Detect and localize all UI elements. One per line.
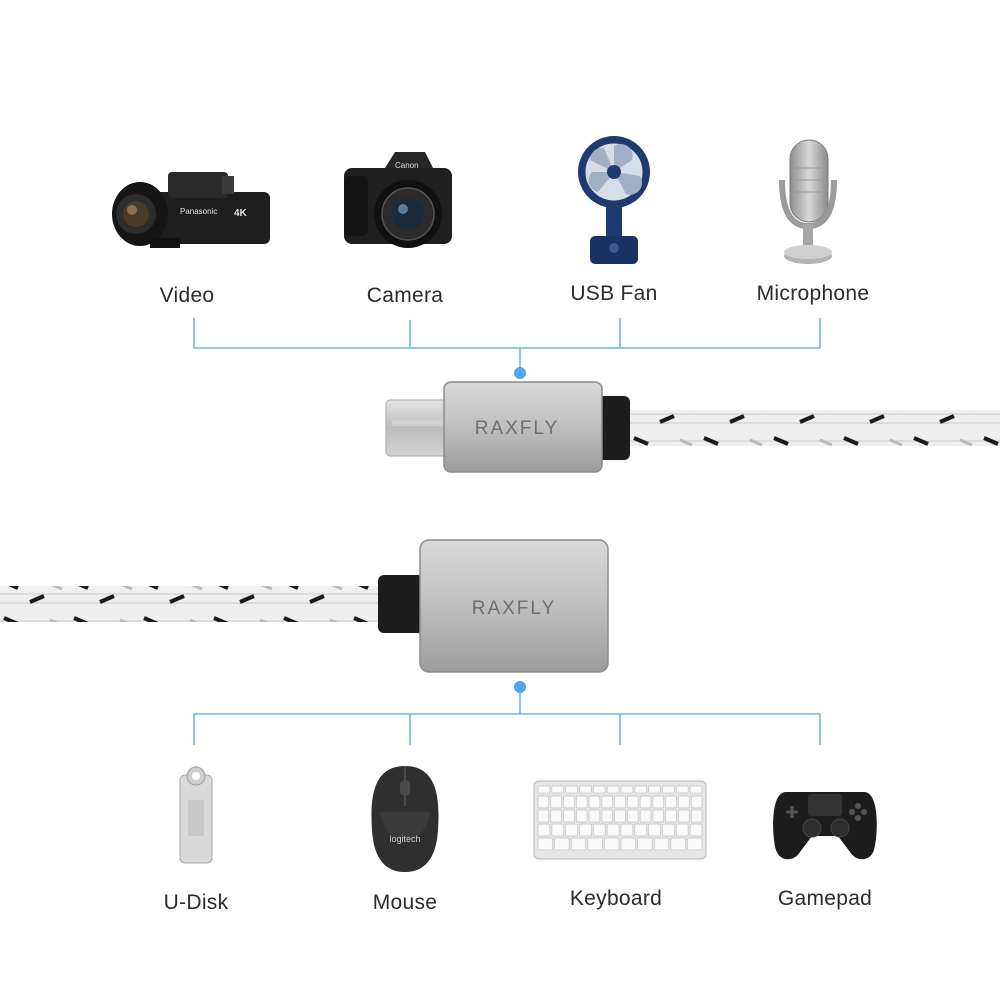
braided-cable-top <box>625 410 1000 446</box>
keyboard-key <box>551 785 565 794</box>
label-usb-fan: USB Fan <box>570 282 658 305</box>
usb-fan-icon <box>578 136 650 264</box>
keyboard-key <box>554 837 570 851</box>
bottom-junction-dot <box>514 681 526 693</box>
keyboard-icon <box>533 780 707 860</box>
keyboard-key <box>565 785 578 794</box>
bottom-connector-lines <box>193 688 821 745</box>
keyboard-key <box>639 809 652 823</box>
keyboard-key <box>579 823 592 837</box>
keyboard-key <box>620 823 634 837</box>
keyboard-key <box>627 809 639 823</box>
keyboard-key <box>604 837 620 851</box>
keyboard-key <box>675 823 689 837</box>
keyboard-key <box>620 785 634 794</box>
keyboard-key <box>637 837 653 851</box>
keyboard-key <box>550 809 562 823</box>
label-camera: Camera <box>366 284 444 307</box>
gamepad-icon <box>773 792 877 860</box>
dslr-camera-icon: Canon <box>344 152 452 248</box>
keyboard-key <box>670 837 686 851</box>
svg-text:Canon: Canon <box>395 161 419 170</box>
keyboard-key <box>652 795 665 809</box>
keyboard-key <box>675 785 689 794</box>
keyboard-key <box>587 837 603 851</box>
mouse-icon: logitech <box>371 766 439 872</box>
keyboard-key <box>537 837 553 851</box>
keyboard-key <box>652 809 665 823</box>
keyboard-key <box>690 809 703 823</box>
label-u-disk: U-Disk <box>163 891 229 914</box>
svg-text:4K: 4K <box>234 208 248 219</box>
braided-cable-bottom <box>0 586 386 622</box>
keyboard-key <box>575 809 588 823</box>
brand-text-bottom: RAXFLY <box>472 598 557 619</box>
keyboard-key <box>592 823 606 837</box>
keyboard-key <box>537 809 550 823</box>
keyboard-key <box>537 823 551 837</box>
keyboard-key <box>570 837 587 851</box>
keyboard-key <box>665 809 677 823</box>
keyboard-key <box>565 823 578 837</box>
top-junction-dot <box>514 367 526 379</box>
brand-text-top: RAXFLY <box>475 418 560 439</box>
keyboard-key <box>588 795 601 809</box>
label-mouse: Mouse <box>372 891 438 914</box>
label-video: Video <box>159 284 215 307</box>
keyboard-key <box>563 809 575 823</box>
keyboard-key <box>563 795 575 809</box>
keyboard-key <box>575 795 588 809</box>
keyboard-key <box>690 795 703 809</box>
keyboard-key <box>614 795 626 809</box>
keyboard-key <box>606 823 620 837</box>
top-connector-lines <box>193 318 821 372</box>
keyboard-key <box>689 823 703 837</box>
usb-a-female-socket: RAXFLY <box>0 539 609 673</box>
keyboard-key <box>687 837 703 851</box>
label-microphone: Microphone <box>756 282 870 305</box>
keyboard-key <box>639 795 652 809</box>
keyboard-key <box>550 795 562 809</box>
keyboard-key <box>579 785 592 794</box>
keyboard-key <box>614 809 626 823</box>
keyboard-key <box>551 823 565 837</box>
keyboard-key <box>648 785 661 794</box>
keyboard-key <box>620 837 636 851</box>
keyboard-key <box>588 809 601 823</box>
svg-text:Panasonic: Panasonic <box>180 207 217 216</box>
keyboard-key <box>662 785 675 794</box>
keyboard-key <box>606 785 620 794</box>
usb-disk-icon <box>179 766 213 864</box>
keyboard-key <box>634 823 648 837</box>
keyboard-key <box>678 795 690 809</box>
keyboard-key <box>601 795 613 809</box>
microphone-icon <box>779 139 837 264</box>
keyboard-key <box>648 823 661 837</box>
keyboard-key <box>537 785 551 794</box>
keyboard-key <box>665 795 677 809</box>
keyboard-key <box>678 809 690 823</box>
label-gamepad: Gamepad <box>777 887 873 910</box>
micro-usb-plug: RAXFLY <box>385 381 1000 473</box>
keyboard-key <box>662 823 675 837</box>
label-keyboard: Keyboard <box>569 887 663 910</box>
svg-text:logitech: logitech <box>389 834 420 844</box>
keyboard-key <box>653 837 670 851</box>
keyboard-key <box>537 795 550 809</box>
keyboard-key <box>601 809 613 823</box>
video-camera-icon: Panasonic 4K <box>112 172 270 248</box>
keyboard-key <box>689 785 703 794</box>
keyboard-key <box>634 785 648 794</box>
keyboard-key <box>592 785 606 794</box>
keyboard-key <box>627 795 639 809</box>
